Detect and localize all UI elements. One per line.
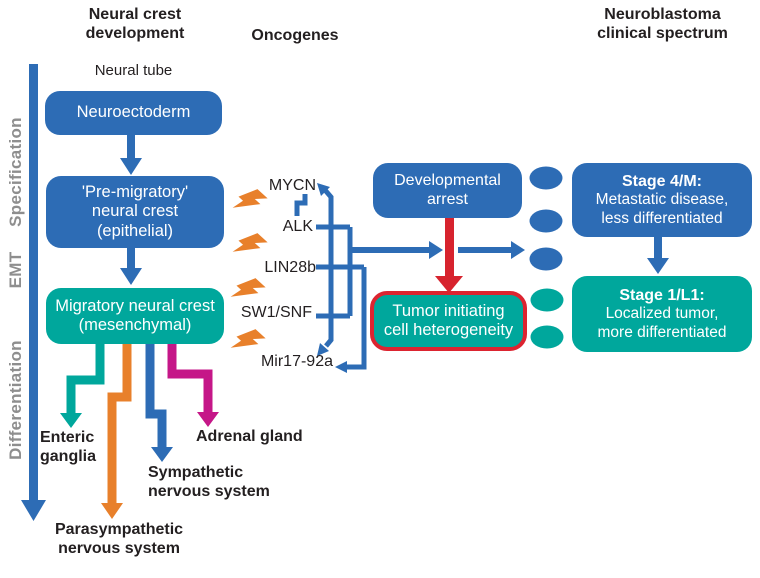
stage4-desc: Metastatic disease, less differentiated [595, 191, 729, 227]
oncogene-mir17-92a: Mir17-92a [260, 353, 333, 370]
cell-ellipse-teal [530, 288, 564, 312]
label-sympathetic: Sympathetic nervous system [148, 464, 270, 500]
oncogene-to-spectrum-arrow [350, 241, 525, 259]
enteric-ganglia-arrow [60, 344, 105, 428]
header-neural-crest-development: Neural crest development [85, 6, 185, 42]
header-neuroblastoma-spectrum: Neuroblastoma clinical spectrum [597, 6, 728, 42]
oncogene-alk: ALK [282, 218, 313, 235]
box-migratory-neural-crest: Migratory neural crest (mesenchymal) [46, 288, 224, 344]
box-stage-1l1: Stage 1/L1: Localized tumor, more differ… [572, 276, 752, 352]
oncogene-feedback-lines [294, 188, 367, 370]
header-oncogenes: Oncogenes [251, 27, 339, 44]
alk-mycn-step-connector [294, 194, 308, 216]
bolt-icon [230, 278, 266, 297]
box-tumor-initiating-heterogeneity: Tumor initiating cell heterogeneity [370, 291, 527, 351]
arrowhead-to-mir-left [335, 361, 347, 373]
bolt-icon [230, 329, 266, 348]
neuroectoderm-to-premigratory-arrow [120, 135, 142, 175]
bolt-icon [232, 233, 268, 252]
stage4-title: Stage 4/M: [621, 173, 702, 191]
sidebar-label-differentiation: Differentiation [6, 340, 25, 460]
box-stage-4m: Stage 4/M: Metastatic disease, less diff… [572, 163, 752, 237]
oncogenic-hit-bolt-icons [230, 189, 268, 348]
stage4-to-stage1-arrow [647, 237, 669, 274]
cell-ellipse-teal [530, 325, 564, 349]
stage1-desc: Localized tumor, more differentiated [597, 305, 727, 341]
box-premigratory-neural-crest: 'Pre-migratory' neural crest (epithelial… [46, 176, 224, 248]
arrowhead-to-mir-down [317, 343, 329, 356]
timeline-arrow [21, 64, 46, 521]
box-neuroectoderm: Neuroectoderm [45, 91, 222, 135]
oncogene-lin28b: LIN28b [264, 259, 316, 276]
box-developmental-arrest: Developmental arrest [373, 163, 522, 218]
bolt-icon [232, 189, 268, 208]
cell-state-ellipses [529, 166, 564, 349]
cell-ellipse-blue [529, 247, 563, 271]
parasympathetic-arrow [101, 344, 132, 519]
label-enteric-ganglia: Enteric ganglia [40, 429, 97, 465]
sympathetic-arrow [145, 344, 173, 462]
label-adrenal-gland: Adrenal gland [196, 428, 303, 445]
neural-tube-label: Neural tube [94, 62, 173, 79]
oncogene-mycn: MYCN [268, 177, 316, 194]
cell-ellipse-blue [529, 209, 563, 233]
developmental-arrest-arrow [435, 218, 463, 293]
arrowhead-to-mycn [317, 183, 330, 196]
label-parasympathetic: Parasympathetic nervous system [54, 521, 184, 557]
adrenal-gland-arrow [167, 344, 219, 427]
cell-ellipse-blue [529, 166, 563, 190]
oncogene-sw1snf: SW1/SNF [240, 304, 312, 321]
stage1-title: Stage 1/L1: [619, 287, 705, 305]
premigratory-to-migratory-arrow [120, 248, 142, 285]
